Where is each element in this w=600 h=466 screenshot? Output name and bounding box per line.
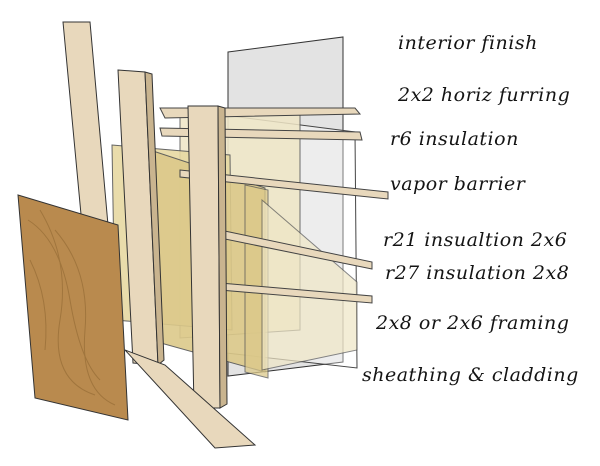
grain-line [54,229,116,406]
stud-left [62,21,109,226]
plywood-grain [27,209,116,406]
label-furring: 2x2 horiz furring [398,84,571,106]
furring-strip [179,169,389,200]
stud-right-side [217,105,228,409]
label-r21-insulation: r21 insualtion 2x6 [383,229,568,251]
label-r6-insulation: r6 insulation [390,128,519,150]
furring-strips [159,107,389,304]
label-r27-insulation: r27 insulation 2x8 [385,262,570,284]
label-vapor-barrier: vapor barrier [390,173,526,195]
grain-line [29,259,47,351]
sheathing-panel [17,194,129,421]
label-framing: 2x8 or 2x6 framing [376,312,570,334]
stud-middle-side [144,71,165,367]
grain-line [27,219,101,381]
label-interior-finish: interior finish [398,32,538,54]
bottom-plate [124,349,257,449]
stud-right [187,105,221,409]
framing-studs [62,21,257,449]
grain-line [39,209,96,396]
label-sheathing: sheathing & cladding [362,364,579,386]
